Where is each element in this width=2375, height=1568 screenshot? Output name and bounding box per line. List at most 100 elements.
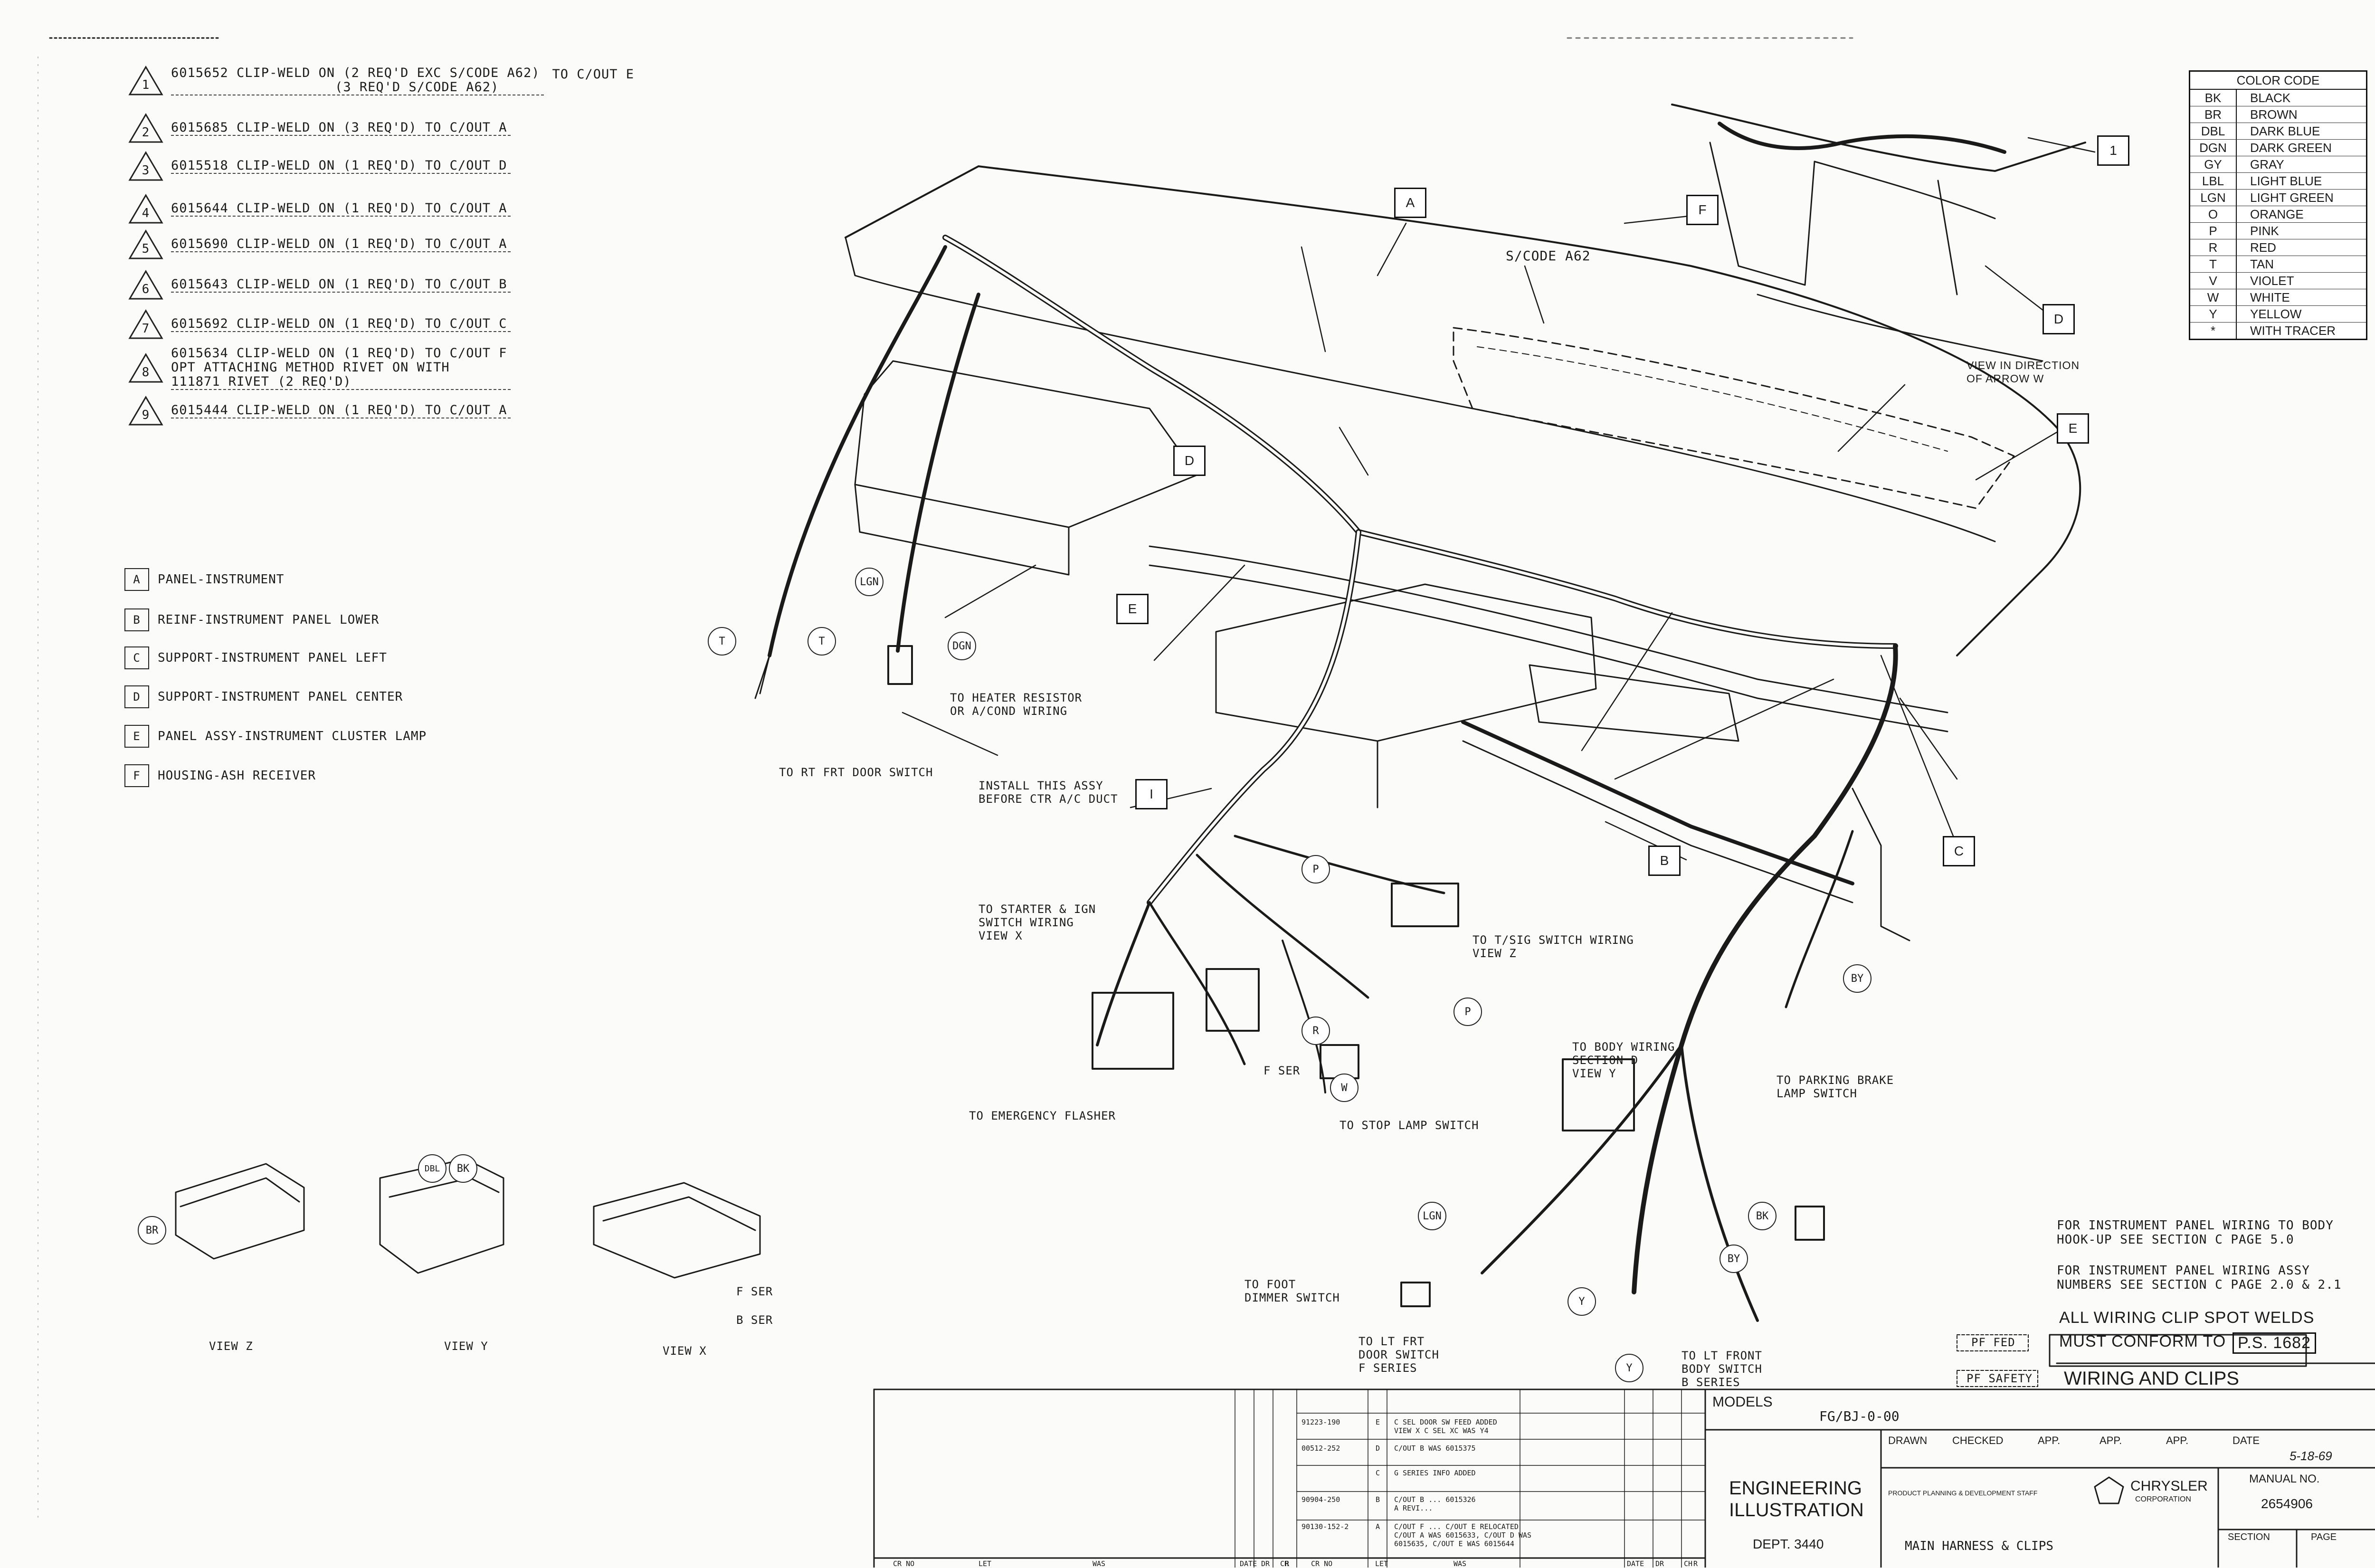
page-label: PAGE <box>2311 1532 2337 1542</box>
revision-footer-cell: WAS <box>1092 1559 1106 1568</box>
revision-no: 91223-190 <box>1302 1418 1340 1426</box>
note-body-hookup: FOR INSTRUMENT PANEL WIRING TO BODY HOOK… <box>2057 1218 2334 1247</box>
revision-footer-cell: DR <box>1655 1559 1664 1568</box>
part-description: PANEL ASSY-INSTRUMENT CLUSTER LAMP <box>158 729 427 743</box>
models-value: FG/BJ-0-00 <box>1819 1408 1900 1424</box>
color-name: DARK BLUE <box>2250 124 2320 138</box>
color-abbrev: BK <box>2190 90 2237 106</box>
callout-box-e2: E <box>2057 413 2089 444</box>
dimmer-label: TO FOOT DIMMER SWITCH <box>1244 1278 1340 1304</box>
revision-footer-cell: CR NO <box>1311 1559 1333 1568</box>
app-label: APP. <box>2038 1435 2061 1446</box>
color-name: WITH TRACER <box>2250 323 2336 338</box>
wire-y-tag-2: Y <box>1615 1354 1644 1382</box>
color-code-row: *WITH TRACER <box>2190 323 2366 339</box>
color-name: BLACK <box>2250 91 2291 105</box>
callout-box-b: B <box>1648 846 1681 876</box>
dept-title: ENGINEERING ILLUSTRATION <box>1729 1478 1864 1520</box>
color-name: ORANGE <box>2250 207 2304 221</box>
view-z-br-tag: BR <box>138 1216 166 1245</box>
flasher-label: TO EMERGENCY FLASHER <box>969 1109 1116 1122</box>
clip-text: 6015444 CLIP-WELD ON (1 REQ'D) TO C/OUT … <box>171 403 511 418</box>
color-abbrev: T <box>2190 256 2237 272</box>
company-name: CHRYSLER <box>2130 1478 2208 1494</box>
rt-frt-door-label: TO RT FRT DOOR SWITCH <box>779 766 933 779</box>
color-code-row: T TAN <box>2190 256 2366 273</box>
color-name: PINK <box>2250 224 2279 238</box>
models-label: MODELS <box>1712 1394 1773 1410</box>
clip-number: 8 <box>142 365 150 380</box>
part-letter: D <box>124 685 149 708</box>
clip-number: 5 <box>142 242 150 256</box>
color-abbrev: GY <box>2190 156 2237 172</box>
color-name: BROWN <box>2250 107 2298 122</box>
revision-desc: C/OUT F ... C/OUT E RELOCATED C/OUT A WA… <box>1394 1522 1531 1548</box>
revision-footer-cell: R <box>1693 1559 1698 1568</box>
part-letter: E <box>124 725 149 748</box>
section-label: SECTION <box>2228 1532 2270 1542</box>
clip-text: 6015643 CLIP-WELD ON (1 REQ'D) TO C/OUT … <box>171 277 511 293</box>
color-name: VIOLET <box>2250 274 2294 288</box>
wire-w-tag: W <box>1330 1074 1358 1102</box>
app-label-2: APP. <box>2100 1435 2122 1446</box>
date-value: 5-18-69 <box>2290 1449 2332 1463</box>
scode-label: S/CODE A62 <box>1506 248 1591 264</box>
color-name: YELLOW <box>2250 307 2302 321</box>
triangle-marker-icon: 8 <box>128 353 163 383</box>
revision-ltr: A <box>1376 1522 1380 1531</box>
color-name: GRAY <box>2250 157 2284 171</box>
clip-number: 4 <box>142 206 150 220</box>
revision-no: 90904-250 <box>1302 1495 1340 1504</box>
triangle-marker-icon: 6 <box>128 270 163 300</box>
color-abbrev: V <box>2190 273 2237 289</box>
part-letter: C <box>124 646 149 669</box>
callout-box-d: D <box>1173 446 1206 476</box>
wire-lgn-tag-2: LGN <box>1418 1202 1446 1230</box>
part-description: SUPPORT-INSTRUMENT PANEL CENTER <box>158 690 403 704</box>
callout-box-f: F <box>1686 195 1719 225</box>
callout-box-d2: D <box>2042 304 2075 334</box>
color-code-row: Y YELLOW <box>2190 306 2366 323</box>
color-abbrev: BR <box>2190 106 2237 123</box>
wire-r-tag: R <box>1302 1017 1330 1045</box>
clip-note: 9 6015444 CLIP-WELD ON (1 REQ'D) TO C/OUT… <box>128 394 511 428</box>
revision-footer-cell: R <box>1285 1559 1290 1568</box>
callout-box-i: I <box>1135 779 1168 809</box>
view-y-label: VIEW Y <box>444 1340 488 1353</box>
note-spot-welds: ALL WIRING CLIP SPOT WELDS <box>2059 1309 2315 1327</box>
company-corp: CORPORATION <box>2135 1495 2191 1503</box>
clip-number: 7 <box>142 322 150 336</box>
view-y-bk-tag: BK <box>449 1154 477 1183</box>
wire-p-tag: P <box>1454 998 1482 1026</box>
dept-number: DEPT. 3440 <box>1753 1537 1824 1551</box>
triangle-marker-icon: 9 <box>128 396 163 426</box>
color-abbrev: Y <box>2190 306 2237 322</box>
view-x-f-ser: F SER <box>736 1285 773 1298</box>
revision-footer-cell: LET <box>1375 1559 1388 1568</box>
color-code-row: BK BLACK <box>2190 90 2366 106</box>
color-abbrev: O <box>2190 206 2237 222</box>
lt-frt-door-label: TO LT FRT DOOR SWITCH F SERIES <box>1358 1335 1439 1375</box>
callout-box-1: 1 <box>2097 135 2129 166</box>
color-name: TAN <box>2250 257 2274 271</box>
color-abbrev: W <box>2190 289 2237 305</box>
body-wiring-label: TO BODY WIRING SECTION D VIEW Y <box>1572 1040 1675 1080</box>
color-code-title: COLOR CODE <box>2190 72 2366 90</box>
revision-ltr: E <box>1376 1418 1380 1426</box>
part-letter: A <box>124 568 149 591</box>
note-assy-numbers: FOR INSTRUMENT PANEL WIRING ASSY NUMBERS… <box>2057 1264 2342 1292</box>
